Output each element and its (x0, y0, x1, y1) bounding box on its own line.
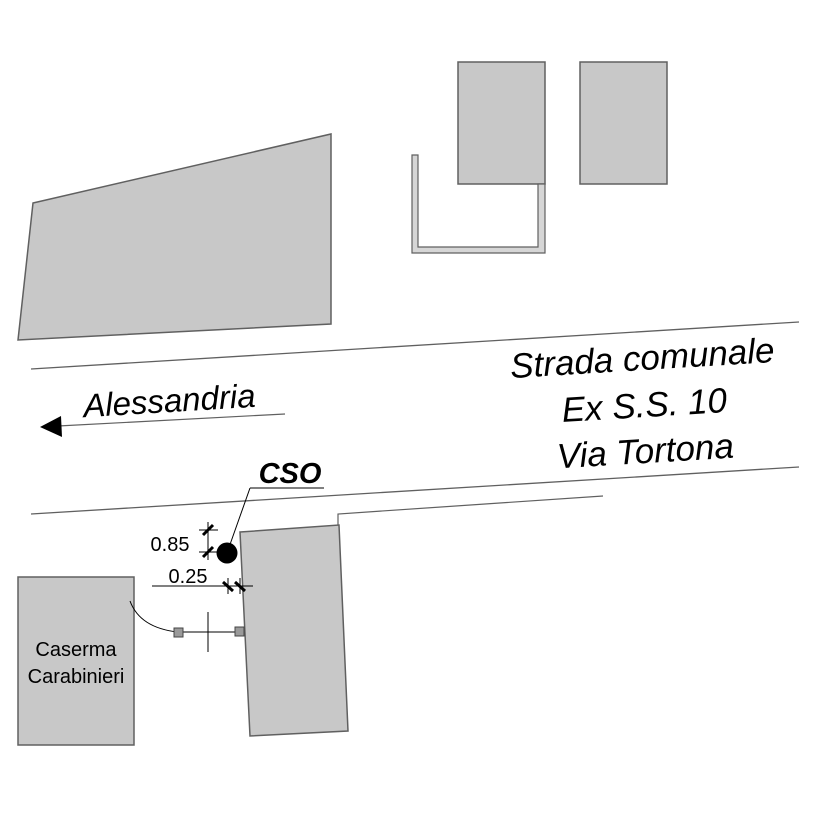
dimension-025-tick-left (221, 580, 235, 593)
road-south-edge (30, 466, 800, 515)
road-name-line1: Strada comunale (509, 331, 775, 386)
property-boundary-line (337, 495, 604, 528)
building-north-left (457, 61, 546, 185)
dimension-085-label: 0.85 (151, 534, 190, 556)
dimension-085-tick-bottom (201, 545, 215, 559)
direction-arrow-head (40, 416, 62, 437)
road-name-line2: Ex S.S. 10 (561, 381, 729, 430)
building-label-line2: Carabinieri (28, 666, 125, 688)
manhole-right (234, 626, 245, 637)
manhole-left (173, 627, 184, 638)
road-north-edge (30, 321, 800, 370)
building-label-line1: Caserma (35, 639, 117, 661)
courtyard-wall (411, 154, 546, 254)
pipe-curve (129, 600, 179, 633)
building-southeast (239, 524, 349, 737)
direction-arrow-line (57, 413, 286, 427)
cso-label: CSO (259, 458, 322, 490)
building-north-right (579, 61, 668, 185)
dimension-025-tick-right (233, 580, 247, 593)
dimension-085-tick-top (201, 523, 215, 537)
building-northwest (17, 133, 332, 341)
cso-leader-line (226, 487, 251, 554)
dimension-025-label: 0.25 (169, 566, 208, 588)
building-caserma (17, 576, 135, 746)
road-name-line3: Via Tortona (556, 427, 735, 477)
